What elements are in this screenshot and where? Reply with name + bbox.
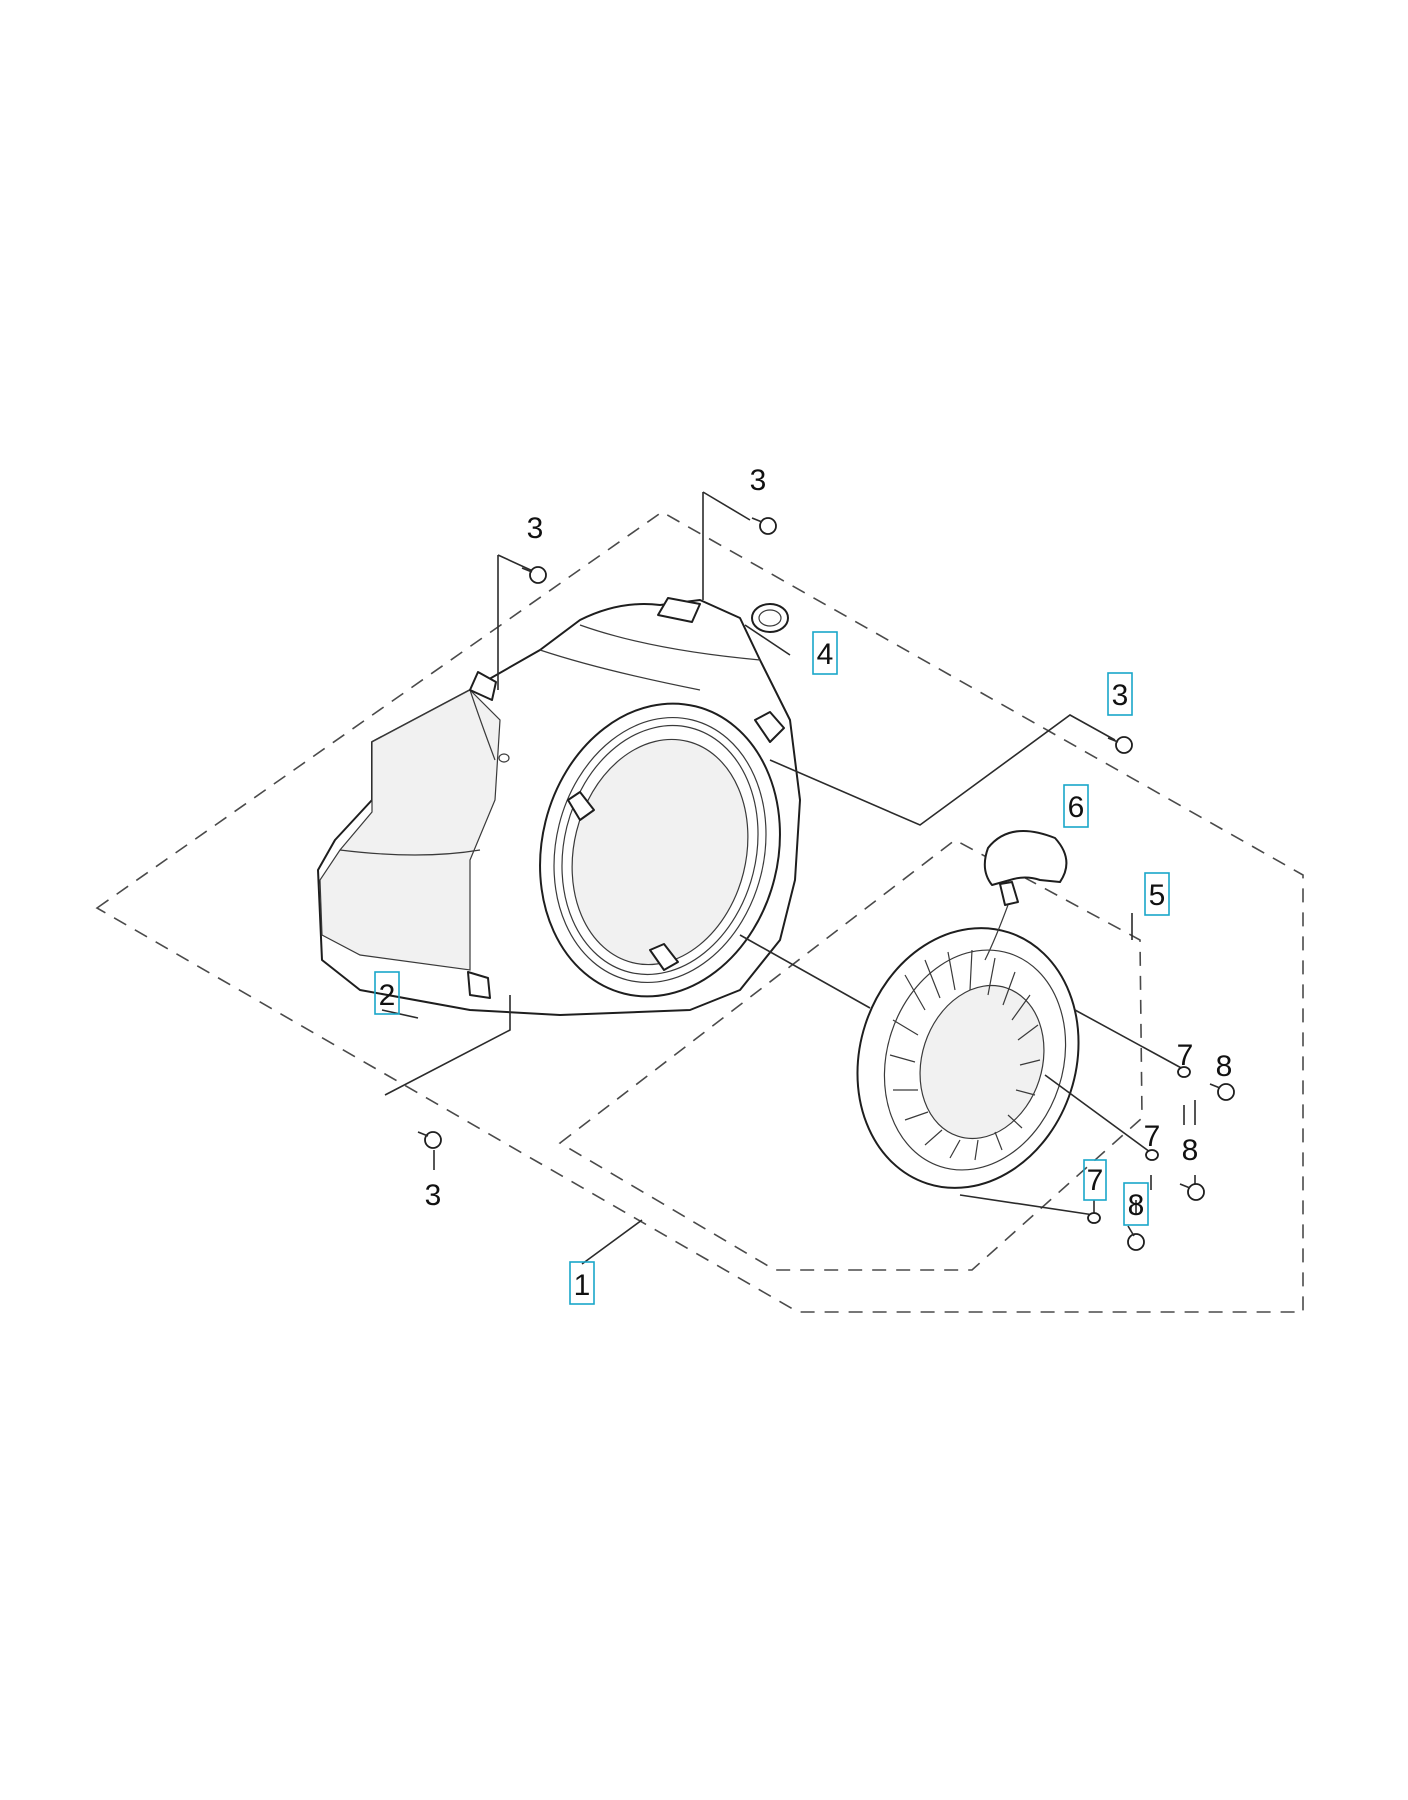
- cap-grommet: [751, 603, 789, 633]
- washer: [1177, 1066, 1191, 1078]
- callout-3: 3: [750, 464, 767, 497]
- svg-text:8: 8: [1216, 1050, 1233, 1083]
- svg-text:3: 3: [750, 464, 767, 497]
- recoil-starter: [856, 830, 1080, 1189]
- svg-text:7: 7: [1144, 1120, 1161, 1153]
- blower-housing: [317, 597, 801, 1016]
- callout-7: 7: [1083, 1159, 1107, 1201]
- callout-3: 3: [1107, 672, 1133, 716]
- svg-text:6: 6: [1068, 791, 1085, 824]
- callout-1: 1: [569, 1261, 595, 1305]
- svg-text:5: 5: [1149, 879, 1166, 912]
- callout-8: 8: [1123, 1182, 1149, 1226]
- callout-7: 7: [1144, 1120, 1161, 1153]
- svg-text:8: 8: [1182, 1134, 1199, 1167]
- svg-text:7: 7: [1177, 1039, 1194, 1072]
- callout-2: 2: [374, 971, 400, 1015]
- callout-4: 4: [812, 631, 838, 675]
- svg-text:4: 4: [817, 638, 834, 671]
- callout-6: 6: [1063, 784, 1089, 828]
- callout-3: 3: [527, 512, 544, 545]
- flange-bolt: [1179, 1183, 1205, 1201]
- svg-text:3: 3: [527, 512, 544, 545]
- flange-bolt: [751, 517, 777, 535]
- assembly-outline-1: [95, 511, 1304, 1313]
- svg-text:3: 3: [1112, 679, 1129, 712]
- callout-8: 8: [1216, 1050, 1233, 1083]
- svg-text:1: 1: [574, 1269, 591, 1302]
- washer: [1087, 1212, 1101, 1224]
- flange-bolt: [1209, 1083, 1235, 1101]
- flange-bolt: [1107, 736, 1133, 754]
- flange-bolt: [521, 566, 547, 584]
- callout-5: 5: [1144, 872, 1170, 916]
- svg-text:2: 2: [379, 979, 396, 1012]
- flange-bolt: [417, 1131, 442, 1149]
- svg-text:7: 7: [1087, 1164, 1104, 1197]
- washer: [1145, 1149, 1159, 1161]
- svg-text:3: 3: [425, 1179, 442, 1212]
- starter-handle: [983, 830, 1068, 961]
- callout-7: 7: [1177, 1039, 1194, 1072]
- callout-8: 8: [1182, 1134, 1199, 1167]
- flange-bolt: [1127, 1225, 1145, 1251]
- svg-text:8: 8: [1128, 1189, 1145, 1222]
- leader-lines: [381, 491, 1196, 1265]
- callout-3: 3: [425, 1179, 442, 1212]
